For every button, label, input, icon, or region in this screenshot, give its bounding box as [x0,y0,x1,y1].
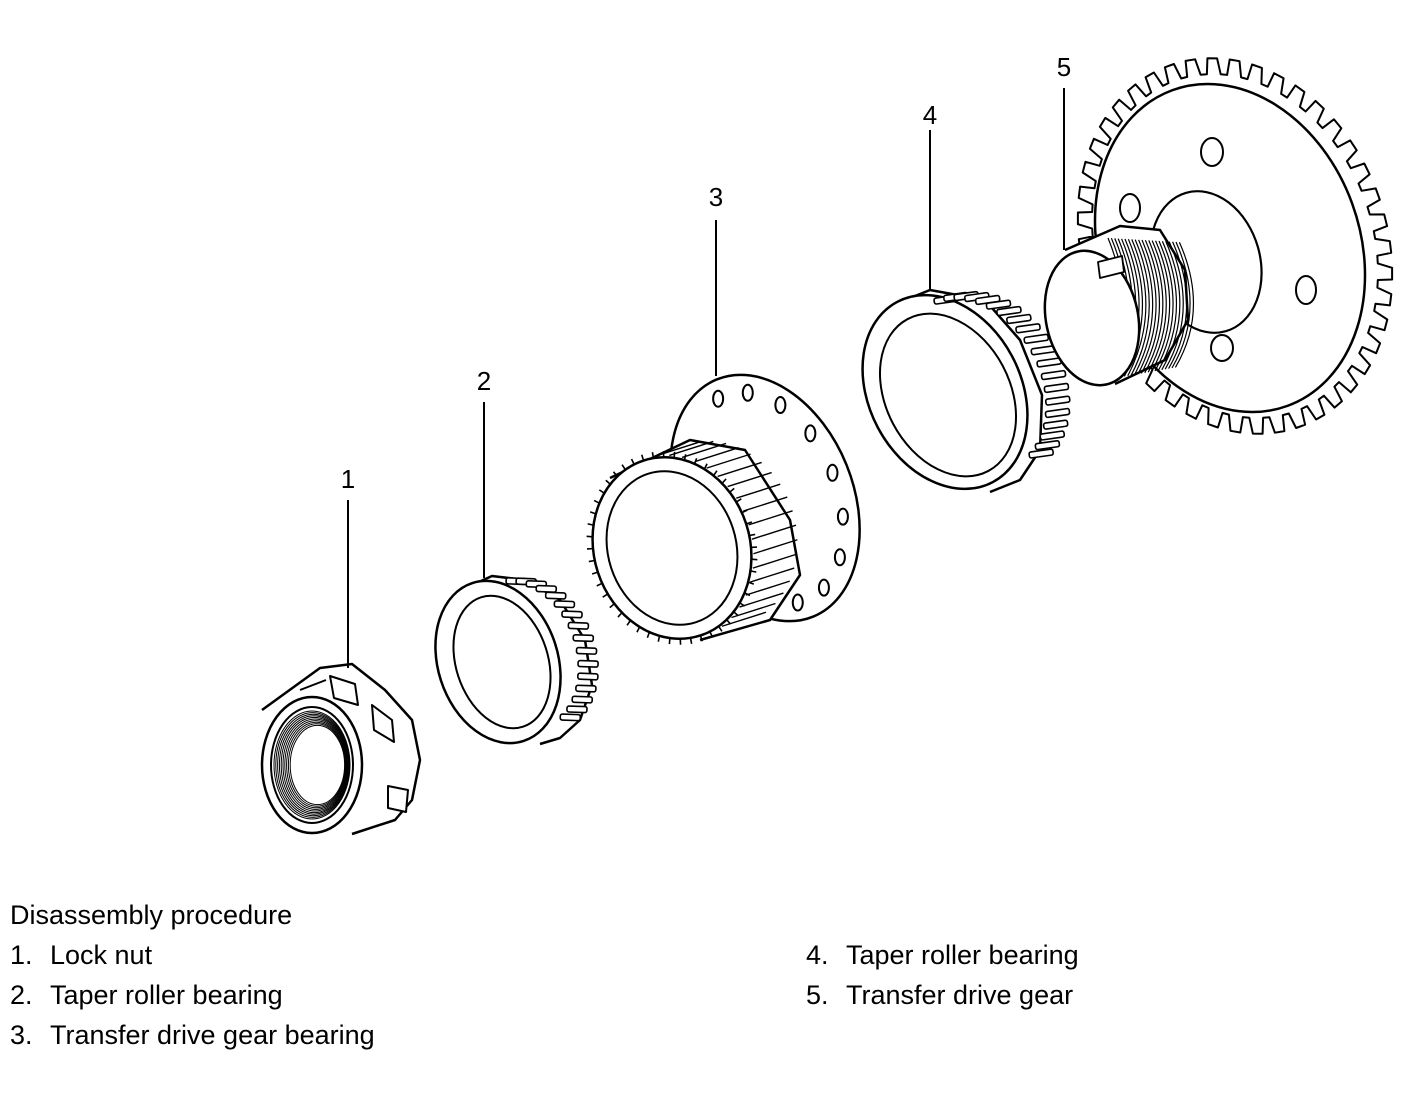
lock-nut-drawing [260,662,422,836]
caption-item-1: 1. Lock nut [10,940,152,971]
callout-3: 3 [709,182,723,212]
caption-item-label: Lock nut [50,940,153,970]
callout-2: 2 [477,366,491,396]
caption-item-label: Taper roller bearing [846,940,1079,970]
taper-roller-bearing-small-drawing [434,574,599,746]
exploded-view-diagram: 1 2 3 4 5 [260,52,1394,836]
leader-lines [347,88,1065,668]
caption-item-number: 5. [806,980,829,1010]
caption-title: Disassembly procedure [10,900,293,930]
caption-item-3: 3. Transfer drive gear bearing [10,1020,375,1051]
caption-item-label: Transfer drive gear bearing [50,1020,375,1050]
callout-1: 1 [341,464,355,494]
caption-item-2: 2. Taper roller bearing [10,980,283,1011]
transfer-drive-gear-drawing [1043,57,1394,435]
caption-item-label: Taper roller bearing [50,980,283,1010]
callout-5: 5 [1057,52,1071,82]
transfer-drive-gear-bearing-drawing [586,373,861,645]
caption-item-number: 1. [10,940,33,970]
caption-item-4: 4. Taper roller bearing [806,940,1079,971]
callout-4: 4 [923,100,937,130]
caption-item-label: Transfer drive gear [846,980,1074,1010]
caption-item-number: 4. [806,940,829,970]
caption-item-5: 5. Transfer drive gear [806,980,1073,1011]
taper-roller-bearing-large-drawing [861,288,1071,494]
caption-item-number: 2. [10,980,33,1010]
caption: Disassembly procedure 1. Lock nut 2. Taper… [10,900,1400,1100]
caption-item-number: 3. [10,1020,33,1050]
